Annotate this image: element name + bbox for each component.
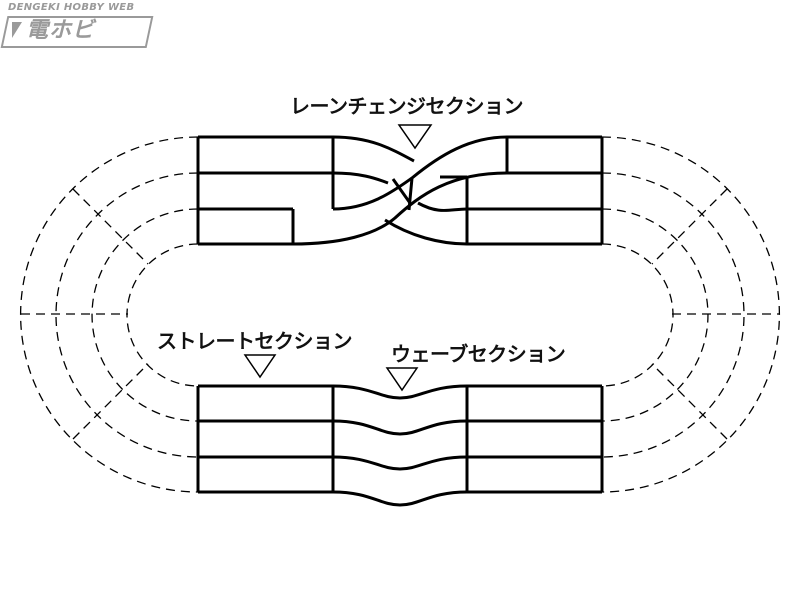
lightning-bolt-icon (12, 22, 22, 38)
straight-marker-triangle (243, 354, 277, 379)
lane-change-section-label: レーンチェンジセクション (290, 94, 524, 118)
logo-main-text: 電ホビ (26, 18, 96, 43)
wave-marker-triangle (385, 367, 419, 392)
lane-change-marker-triangle (397, 124, 433, 150)
right-curve-sections (601, 136, 781, 493)
left-curve-sections (19, 136, 199, 493)
wave-section-label: ウェーブセクション (391, 342, 566, 366)
logo-top-text: DENGEKI HOBBY WEB (8, 2, 135, 13)
straight-section-label: ストレートセクション (157, 329, 353, 353)
straight-and-wave-sections (196, 384, 604, 507)
lane-change-section (196, 135, 604, 246)
dengeki-hobby-logo: DENGEKI HOBBY WEB 電ホビ (0, 2, 154, 48)
